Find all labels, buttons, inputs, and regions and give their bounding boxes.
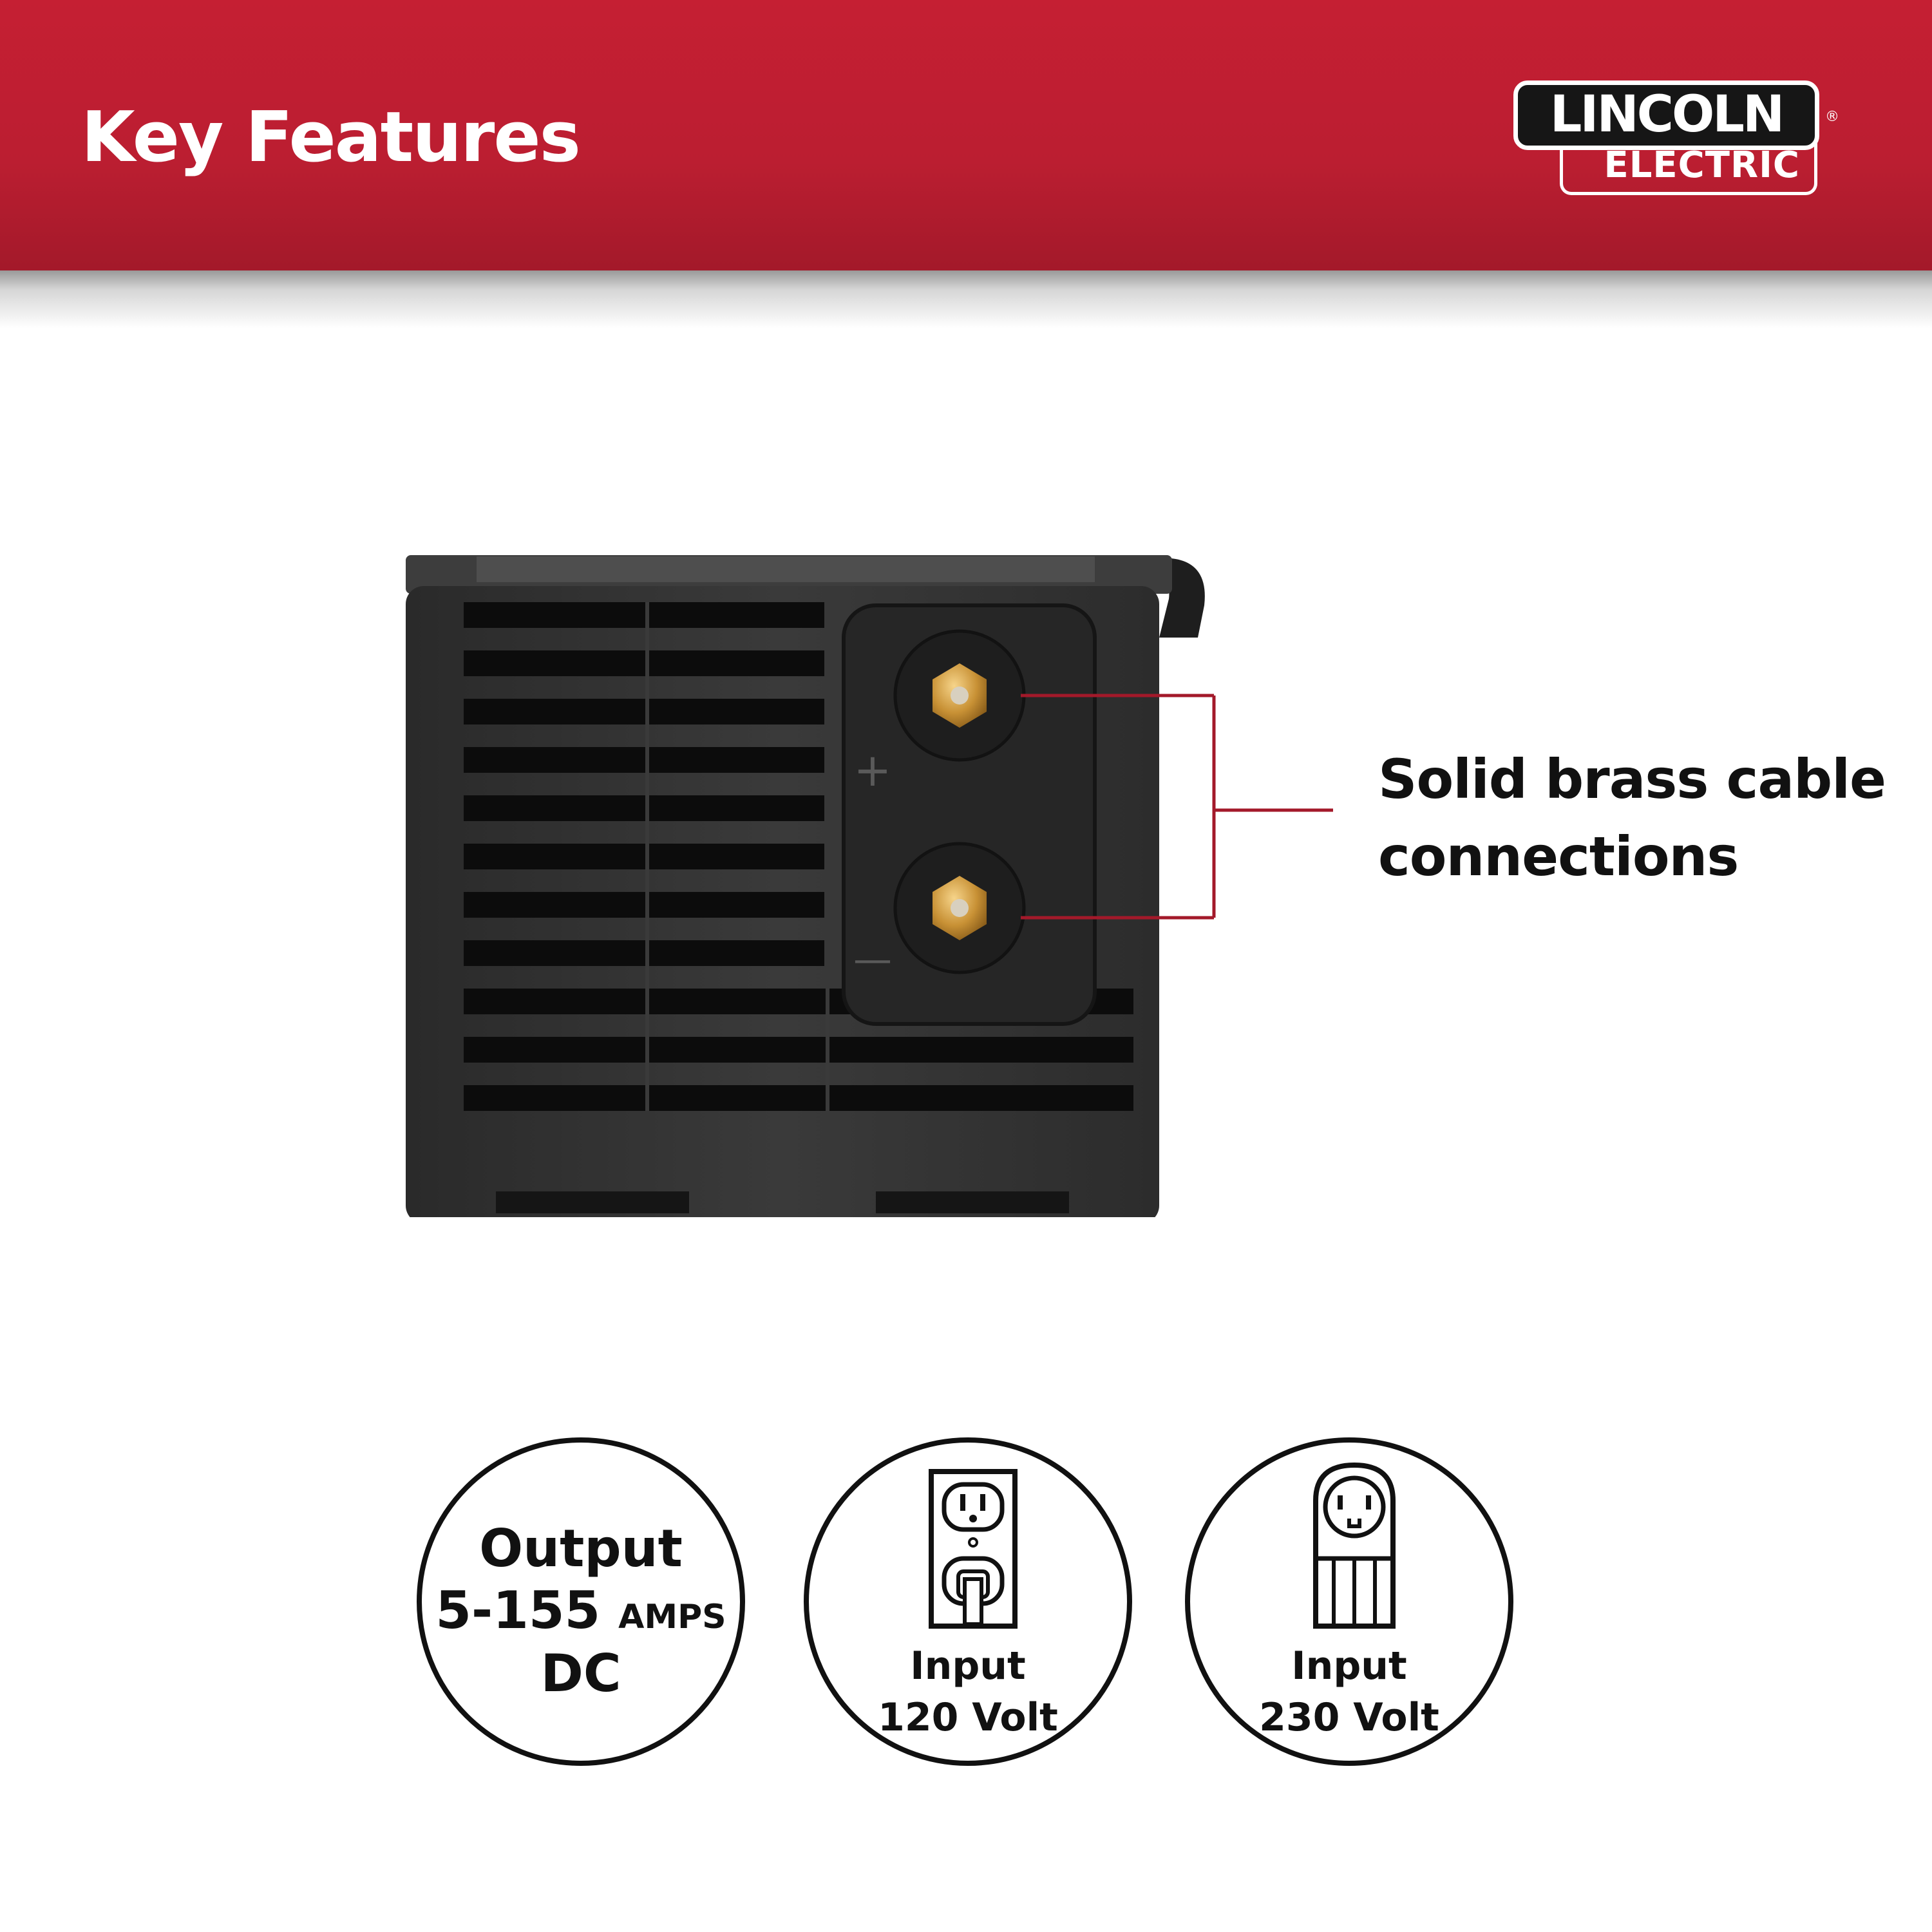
input-230v-badge: Input 230 Volt: [1185, 1437, 1513, 1766]
banner-shadow: [0, 270, 1932, 328]
output-range-unit: AMPS: [618, 1598, 726, 1636]
output-badge: Output 5-155 AMPS DC: [417, 1437, 745, 1766]
input-120v-value: 120 Volt: [878, 1695, 1058, 1740]
lincoln-electric-logo: LINCOLN ELECTRIC ®: [1513, 80, 1855, 196]
input-230v-value: 230 Volt: [1259, 1695, 1439, 1740]
callout-line2: connections: [1378, 825, 1739, 888]
registered-mark: ®: [1825, 109, 1839, 125]
logo-line1: LINCOLN: [1513, 80, 1819, 150]
input-120v-badge: Input 120 Volt: [804, 1437, 1132, 1766]
minus-mark: —: [853, 937, 892, 982]
outlet-120v-icon: [929, 1469, 1018, 1629]
output-label: Output: [479, 1519, 683, 1578]
input-120v-label: Input: [910, 1643, 1026, 1689]
vent-grille: [464, 602, 1133, 1111]
output-range: 5-155 AMPS: [422, 1580, 740, 1640]
outlet-230v-icon: [1313, 1462, 1396, 1629]
welder-front-panel-image: + —: [406, 555, 1205, 1217]
header-banner: Key Features LINCOLN ELECTRIC ®: [0, 0, 1932, 270]
logo-line2: ELECTRIC: [1560, 136, 1817, 195]
output-type: DC: [540, 1643, 621, 1703]
plus-mark: +: [854, 744, 892, 797]
callout-label: Solid brass cable connections: [1378, 741, 1886, 895]
input-230v-label: Input: [1291, 1643, 1407, 1689]
output-range-value: 5-155: [435, 1580, 601, 1640]
page-title: Key Features: [81, 97, 581, 178]
callout-line1: Solid brass cable: [1378, 748, 1886, 811]
